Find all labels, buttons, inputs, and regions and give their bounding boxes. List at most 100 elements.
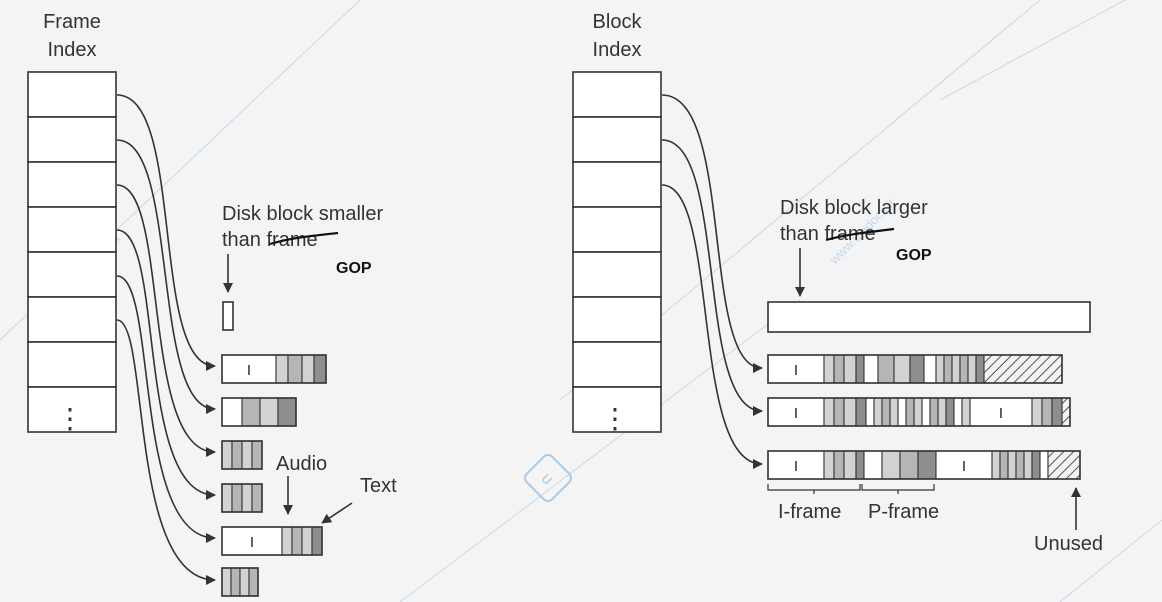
- frame-segment: [873, 397, 883, 427]
- frame-segment: [865, 397, 875, 427]
- pointer-arrow: [116, 229, 216, 500]
- frame-segment: [855, 354, 865, 384]
- index-cell: [27, 296, 117, 343]
- frame-segment: [909, 354, 925, 384]
- frame-segment: [251, 440, 263, 470]
- disk-block-outline: [221, 483, 263, 513]
- frame-segment: [833, 450, 845, 480]
- frame-segment: [287, 354, 303, 384]
- index-cell: [27, 161, 117, 208]
- frame-segment: [221, 567, 232, 597]
- index-cell: [572, 296, 662, 343]
- frame-segment: [935, 354, 945, 384]
- small-disk-block: [222, 301, 234, 331]
- frame-segment: [221, 440, 233, 470]
- left-panel: Frame Index ⋮ Disk block smaller than fr…: [27, 11, 397, 597]
- pointer-arrow: [116, 275, 216, 543]
- pointer-arrow: [661, 94, 763, 373]
- frame-segment: [823, 450, 835, 480]
- index-cell: [572, 251, 662, 298]
- frame-segment: [1023, 450, 1033, 480]
- frame-segment: [291, 526, 303, 556]
- frame-segment: [833, 397, 845, 427]
- note-line1-right: Disk block larger: [780, 197, 928, 219]
- disk-block-outline: [221, 397, 297, 427]
- pointer-arrow: [661, 139, 763, 416]
- frame-segment: [275, 354, 289, 384]
- frame-segment: [945, 397, 955, 427]
- index-cell: [572, 161, 662, 208]
- frame-segment: [311, 526, 323, 556]
- frame-segment: [241, 483, 253, 513]
- pointer-arrow: [116, 139, 216, 414]
- frame-segment: [221, 483, 233, 513]
- frame-segment: [897, 397, 907, 427]
- index-cell: [27, 341, 117, 388]
- pframe-label: P-frame: [868, 501, 939, 523]
- frame-segment: [863, 450, 883, 480]
- frame-segment: [239, 567, 250, 597]
- frame-segment: [313, 354, 327, 384]
- frame-segment: [863, 354, 879, 384]
- frame-segment: [991, 450, 1001, 480]
- frame-segment: [953, 397, 963, 427]
- frame-index-title-line2: Index: [48, 39, 97, 61]
- frame-segment: [913, 397, 923, 427]
- index-cell: [27, 206, 117, 253]
- large-disk-block: [767, 301, 1091, 333]
- frame-segment: [937, 397, 947, 427]
- frame-segment: [251, 483, 263, 513]
- frame-segment: [1041, 397, 1053, 427]
- frame-segment: [843, 450, 857, 480]
- unused-label: Unused: [1034, 533, 1103, 555]
- iframe-marker-label: I: [250, 534, 254, 551]
- iframe-marker-label: I: [794, 405, 798, 422]
- watermark-logo: u: [524, 454, 572, 502]
- frame-segment: [843, 354, 857, 384]
- frame-segment: [301, 354, 315, 384]
- text-label: Text: [360, 475, 397, 497]
- left-pointer-arrows: [116, 94, 216, 585]
- frame-segment: [1039, 450, 1049, 480]
- frame-segment: [983, 354, 1063, 384]
- frame-segment: [855, 450, 865, 480]
- text-arrow: [321, 502, 353, 524]
- disk-block-outline: [221, 526, 323, 556]
- frame-segment: [823, 397, 835, 427]
- frame-segment: [231, 440, 243, 470]
- index-cell: [572, 341, 662, 388]
- note-line1-left: Disk block smaller: [222, 203, 383, 225]
- frame-segment: [961, 397, 971, 427]
- note-line2-right: than frame: [780, 223, 876, 245]
- iframe-segment: [767, 397, 825, 427]
- frame-segment: [881, 450, 901, 480]
- left-frame-blocks: II: [221, 354, 327, 597]
- pointer-arrow: [116, 319, 216, 585]
- frame-segment: [241, 397, 261, 427]
- frame-segment: [1007, 450, 1017, 480]
- frame-segment: [929, 397, 939, 427]
- iframe-segment: [221, 526, 283, 556]
- frame-segment: [248, 567, 259, 597]
- frame-segment: [905, 397, 915, 427]
- frame-segment: [843, 397, 857, 427]
- index-cell: [572, 206, 662, 253]
- frame-segment: [230, 567, 241, 597]
- pframe-bracket: [861, 484, 935, 494]
- gop-annotation-right: GOP: [896, 247, 932, 264]
- strike-frame-right: [825, 227, 895, 242]
- frame-index-ellipsis: ⋮: [56, 403, 84, 434]
- frame-segment: [823, 354, 835, 384]
- frame-segment: [833, 354, 845, 384]
- frame-segment: [1051, 397, 1063, 427]
- frame-segment: [1047, 450, 1081, 480]
- frame-segment: [1061, 397, 1071, 427]
- iframe-bracket: [767, 484, 861, 494]
- index-cell: [27, 71, 117, 118]
- iframe-marker-label: I: [794, 362, 798, 379]
- disk-block-outline: [221, 354, 327, 384]
- index-cell: [27, 251, 117, 298]
- right-panel: Block Index ⋮ Disk block larger than fra…: [572, 11, 1103, 555]
